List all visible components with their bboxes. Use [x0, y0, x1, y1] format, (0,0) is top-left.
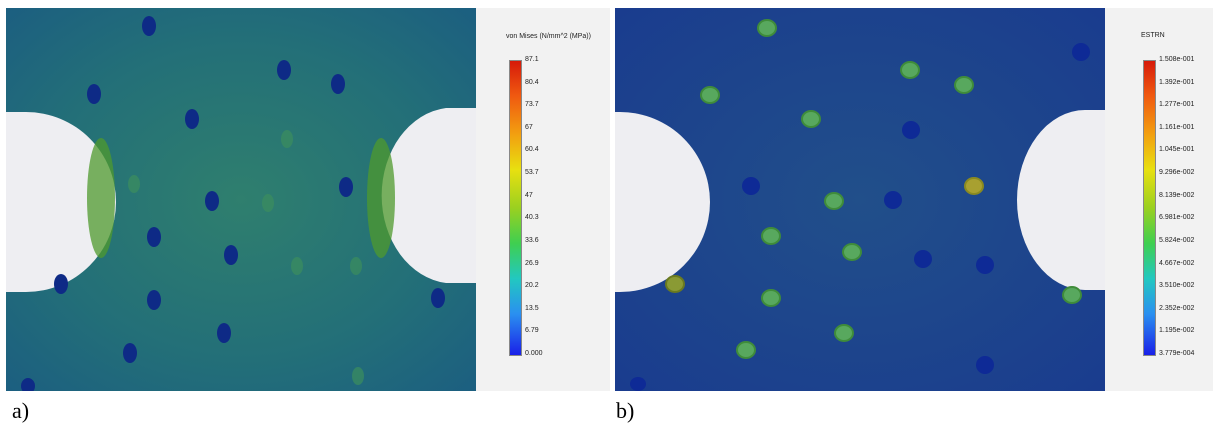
legend-tick-label: 1.161e-001: [1159, 123, 1195, 131]
hole: [431, 288, 445, 308]
legend-tick-label: 1.392e-001: [1159, 78, 1195, 86]
legend-colorbar-a: [509, 60, 522, 356]
hole: [976, 356, 994, 374]
legend-tick-label: 47: [525, 191, 533, 199]
stress-concentration-right: [367, 138, 395, 258]
legend-tick-label: 2.352e-002: [1159, 304, 1195, 312]
left-notch: [6, 112, 116, 292]
hole: [205, 191, 219, 211]
hole: [742, 177, 760, 195]
hole: [842, 243, 862, 261]
hole: [224, 245, 238, 265]
green-holes-b: [700, 19, 1082, 359]
hole: [87, 84, 101, 104]
legend-tick-label: 5.824e-002: [1159, 236, 1195, 244]
hole: [736, 341, 756, 359]
legend-tick-label: 8.139e-002: [1159, 191, 1195, 199]
panel-a-stress-plot: von Mises (N/mm^2 (MPa)) 87.1 80.4 73.7 67 6…: [6, 8, 610, 391]
hole: [339, 177, 353, 197]
blue-holes-b: [630, 43, 1090, 391]
legend-tick-label: 53.7: [525, 169, 539, 177]
legend-tick-label: 1.195e-002: [1159, 327, 1195, 335]
legend-tick-label: 26.9: [525, 259, 539, 267]
legend-tick-label: 9.296e-002: [1159, 169, 1195, 177]
hole: [142, 16, 156, 36]
caption-b: b): [616, 398, 635, 423]
hole: [834, 324, 854, 342]
hole: [147, 290, 161, 310]
hole: [21, 378, 35, 391]
holes-a: [21, 16, 445, 391]
hole: [824, 192, 844, 210]
legend-tick-label: 0.000: [525, 350, 543, 357]
left-notch: [615, 112, 710, 292]
hot-hole: [964, 177, 984, 195]
legend-tick-label: 3.779e-004: [1159, 350, 1195, 357]
legend-tick-label: 1.508e-001: [1159, 56, 1195, 63]
hole: [757, 19, 777, 37]
legend-tick-label: 6.981e-002: [1159, 214, 1195, 222]
hole: [123, 343, 137, 363]
legend-tick-label: 33.6: [525, 236, 539, 244]
legend-background: [1105, 8, 1213, 391]
legend-tick-label: 87.1: [525, 56, 539, 63]
hole: [630, 377, 646, 391]
legend-tick-label: 1.277e-001: [1159, 101, 1195, 109]
hole: [900, 61, 920, 79]
legend-tick-label: 67: [525, 123, 533, 131]
hole: [761, 227, 781, 245]
hole: [147, 227, 161, 247]
hole: [954, 76, 974, 94]
legend-title-a: von Mises (N/mm^2 (MPa)): [506, 33, 591, 40]
hole: [884, 191, 902, 209]
legend-tick-label: 40.3: [525, 214, 539, 222]
legend-title-b: ESTRN: [1141, 32, 1165, 39]
hole: [700, 86, 720, 104]
stress-concentration-left: [87, 138, 115, 258]
right-notch: [1017, 110, 1105, 290]
legend-background: [476, 8, 610, 391]
hole: [976, 256, 994, 274]
estrn-field: [615, 8, 1213, 391]
legend-tick-label: 13.5: [525, 304, 539, 312]
panel-b-strain-plot: ESTRN 1.508e-001 1.392e-001 1.277e-001 1.16…: [615, 8, 1213, 391]
hole: [801, 110, 821, 128]
hole: [54, 274, 68, 294]
legend-tick-label: 6.79: [525, 327, 539, 335]
legend-tick-label: 73.7: [525, 101, 539, 109]
legend-tick-label: 3.510e-002: [1159, 282, 1195, 290]
hole: [902, 121, 920, 139]
hole: [331, 74, 345, 94]
hot-hole: [665, 275, 685, 293]
hole: [1062, 286, 1082, 304]
hole: [1072, 43, 1090, 61]
faint-spots-a: [128, 130, 364, 385]
legend-tick-label: 80.4: [525, 78, 539, 86]
legend-colorbar-b: [1143, 60, 1156, 356]
von-mises-field: [6, 8, 610, 391]
hole: [185, 109, 199, 129]
legend-tick-label: 20.2: [525, 282, 539, 290]
hole: [217, 323, 231, 343]
right-notch: [381, 108, 476, 283]
caption-a: a): [12, 398, 30, 423]
legend-tick-label: 4.667e-002: [1159, 259, 1195, 267]
hole: [914, 250, 932, 268]
hole: [761, 289, 781, 307]
hole: [277, 60, 291, 80]
legend-tick-label: 1.045e-001: [1159, 146, 1195, 154]
legend-tick-label: 60.4: [525, 146, 539, 154]
